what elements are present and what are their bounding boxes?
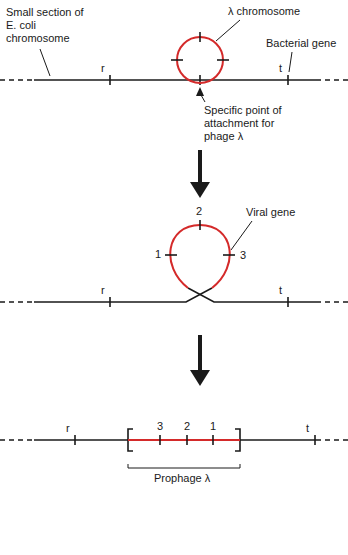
callout-number: 1 bbox=[155, 248, 161, 261]
chromosome-dashed-end bbox=[316, 79, 348, 81]
bacterial-chromosome bbox=[34, 439, 128, 441]
callout-number: 2 bbox=[196, 205, 202, 218]
gene-letter: r bbox=[66, 422, 70, 435]
callout-number: 1 bbox=[210, 420, 216, 433]
callout-number: 3 bbox=[240, 249, 246, 262]
viral-gene-tick bbox=[159, 435, 161, 445]
leader-line bbox=[289, 52, 292, 72]
bacterial-chromosome bbox=[188, 288, 316, 302]
leader-line bbox=[216, 20, 240, 41]
gene-letter: t bbox=[306, 422, 309, 435]
gene-letter: t bbox=[279, 284, 282, 297]
gene-tick bbox=[109, 75, 111, 85]
viral-gene-tick bbox=[217, 59, 229, 61]
viral-gene-tick bbox=[171, 59, 183, 61]
arrowhead bbox=[190, 182, 210, 198]
lambda-loop bbox=[170, 225, 229, 288]
leader-line bbox=[201, 95, 205, 102]
step-arrow bbox=[198, 150, 202, 184]
viral-gene-tick bbox=[199, 32, 201, 42]
viral-gene-tick bbox=[165, 254, 177, 256]
bacterial-chromosome bbox=[34, 288, 212, 302]
viral-gene-tick bbox=[199, 220, 201, 230]
part-name: Specific point of attachment for phage λ bbox=[204, 104, 298, 143]
gene-letter: r bbox=[101, 62, 105, 75]
lambda-circle bbox=[177, 37, 223, 83]
leader-line bbox=[40, 49, 50, 76]
gene-tick bbox=[314, 435, 316, 445]
gene-tick bbox=[287, 75, 289, 85]
part-name: Small section of E. coli chromosome bbox=[6, 6, 86, 45]
arrowhead bbox=[196, 87, 204, 96]
chromosome-dashed-end bbox=[316, 301, 348, 303]
part-name: λ chromosome bbox=[228, 5, 300, 18]
bacterial-chromosome bbox=[240, 439, 316, 441]
callout-number: 2 bbox=[184, 420, 190, 433]
arrowhead bbox=[190, 370, 210, 386]
chromosome-dashed-end bbox=[0, 79, 34, 81]
viral-gene-tick bbox=[186, 435, 188, 445]
gene-tick bbox=[109, 297, 111, 307]
part-name: Bacterial gene bbox=[266, 37, 336, 50]
gene-letter: r bbox=[101, 284, 105, 297]
bacterial-chromosome bbox=[34, 79, 316, 81]
viral-gene-tick bbox=[223, 254, 235, 256]
callout-number: 3 bbox=[157, 420, 163, 433]
prophage-segment bbox=[128, 439, 240, 441]
chromosome-dashed-end bbox=[316, 439, 348, 441]
prophage-span bbox=[128, 464, 240, 468]
chromosome-dashed-end bbox=[0, 439, 34, 441]
step-arrow bbox=[198, 335, 202, 372]
gene-tick bbox=[287, 297, 289, 307]
viral-gene-tick bbox=[212, 435, 214, 445]
leader-line bbox=[231, 221, 252, 250]
gene-tick bbox=[74, 435, 76, 445]
part-name: Viral gene bbox=[246, 206, 295, 219]
chromosome-dashed-end bbox=[0, 301, 34, 303]
gene-letter: t bbox=[279, 62, 282, 75]
part-name: Prophage λ bbox=[154, 472, 210, 485]
